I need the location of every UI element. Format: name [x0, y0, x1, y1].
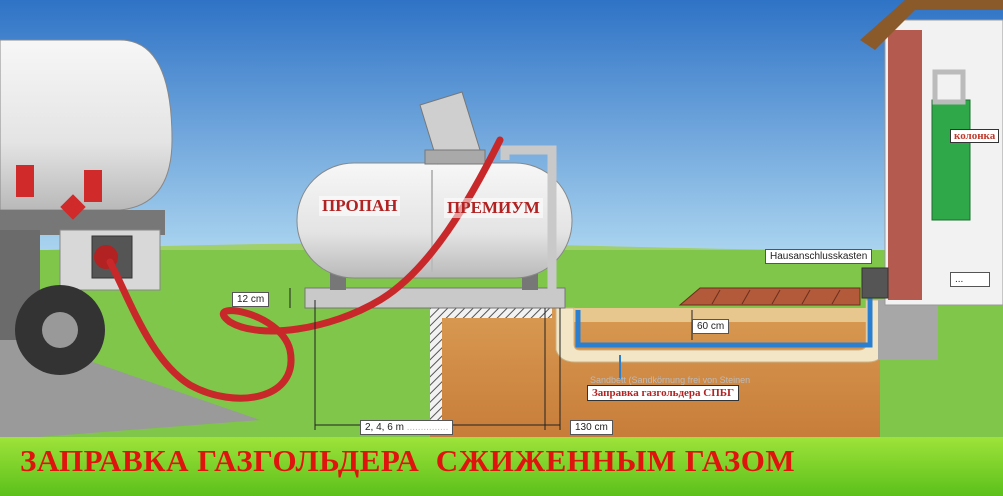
truck-wheel-hub [42, 312, 78, 348]
gas-meter-cabinet [931, 99, 971, 221]
dim-label-distance: 2, 4, 6 m ............... [360, 420, 454, 435]
dim-distance-faded: ............... [406, 422, 449, 433]
deck-plank [711, 289, 721, 305]
dim-distance-text: 2, 4, 6 m [365, 422, 404, 433]
wooden-deck [678, 287, 861, 306]
deck-plank [741, 289, 751, 305]
deck-plank [771, 289, 781, 305]
service-pipe [500, 145, 562, 305]
tank-label-premium: ПРЕМИУМ [444, 198, 543, 218]
filling-hose [106, 136, 504, 402]
meter-pipe [932, 69, 966, 105]
valve-base [424, 149, 486, 165]
tank-label-propane: ПРОПАН [319, 196, 401, 216]
sand-bed-note: Sandbett (Sandkörnung frei von Steinen [590, 375, 751, 385]
tank-body [296, 162, 573, 279]
house-brick-column [888, 30, 922, 300]
dim-label-60cm: 60 cm [692, 319, 730, 334]
dim-label-130cm: 130 cm [570, 420, 613, 435]
connection-box [861, 267, 889, 299]
truck-tank [0, 39, 173, 211]
kolonka-label: колонка [950, 129, 1000, 143]
house-roof [860, 0, 1003, 50]
soil-block [430, 308, 880, 438]
title-banner [0, 437, 1003, 496]
refuel-note: Заправка газгольдера СПБГ [587, 385, 740, 401]
deck-plank [801, 289, 811, 305]
hazard-plate [84, 170, 102, 202]
platform [304, 287, 566, 309]
banner-title: ЗАПРАВКА ГАЗГОЛЬДЕРА СЖИЖЕННЫМ ГАЗОМ [20, 443, 796, 478]
deck-plank [831, 289, 841, 305]
gravel-layer [574, 308, 866, 322]
sand-bed [555, 299, 885, 363]
foundation-hatch [430, 308, 442, 423]
house-foundation [878, 300, 938, 360]
dim-label-12cm: 12 cm [232, 292, 270, 307]
house-dots-label: ... [950, 272, 990, 287]
connection-box-label: Hausanschlusskasten [765, 249, 873, 264]
platform-hatch [442, 308, 552, 318]
hazard-plate [16, 165, 34, 197]
